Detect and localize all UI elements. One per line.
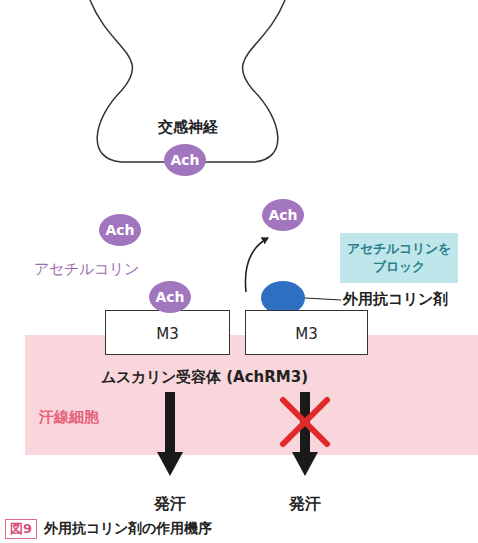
sweat-label: 発汗: [154, 494, 186, 515]
figure-caption: 外用抗コリン剤の作用機序: [44, 520, 212, 538]
molecule-label: アセチルコリン: [34, 260, 139, 279]
sweat-arrow-shaft: [165, 392, 175, 454]
terminal-outline: [80, 0, 295, 168]
sweat-label: 発汗: [289, 494, 321, 515]
figure-number: 図9: [5, 519, 37, 539]
nerve-terminal: 交感神経 Ach: [80, 0, 295, 168]
node-text: Ach: [170, 152, 199, 168]
sweat-arrow-head: [292, 452, 318, 476]
acetylcholine-molecule: Ach: [99, 214, 141, 246]
acetylcholine-molecule: Ach: [149, 281, 191, 313]
molecule-fill: [164, 144, 206, 176]
node-text: 汗線細胞: [39, 408, 99, 427]
node-text: Ach: [268, 207, 297, 223]
node-text: Ach: [105, 222, 134, 238]
node-text: M3: [246, 325, 367, 343]
molecule-fill: [149, 281, 191, 313]
receptor-box: M3: [105, 310, 230, 355]
node-text: 交感神経: [80, 118, 295, 137]
release-arrow: [245, 238, 268, 292]
molecule-fill: [99, 214, 141, 246]
callout-box: アセチルコリンを ブロック: [340, 233, 458, 283]
node-text: アセチルコリンを ブロック: [344, 240, 454, 275]
leader-line: [305, 298, 341, 300]
node-text: M3: [106, 325, 229, 343]
receptor-box: M3: [245, 310, 368, 355]
node-text: ムスカリン受容体 (AchRM3): [101, 368, 308, 387]
node-text: Ach: [155, 289, 184, 305]
drug-label: 外用抗コリン剤: [343, 290, 448, 309]
terminal-path: [90, 0, 285, 162]
acetylcholine-molecule: Ach: [164, 144, 206, 176]
sweat-arrow-head: [157, 452, 183, 476]
molecule-fill: [262, 199, 304, 231]
acetylcholine-molecule: Ach: [262, 199, 304, 231]
